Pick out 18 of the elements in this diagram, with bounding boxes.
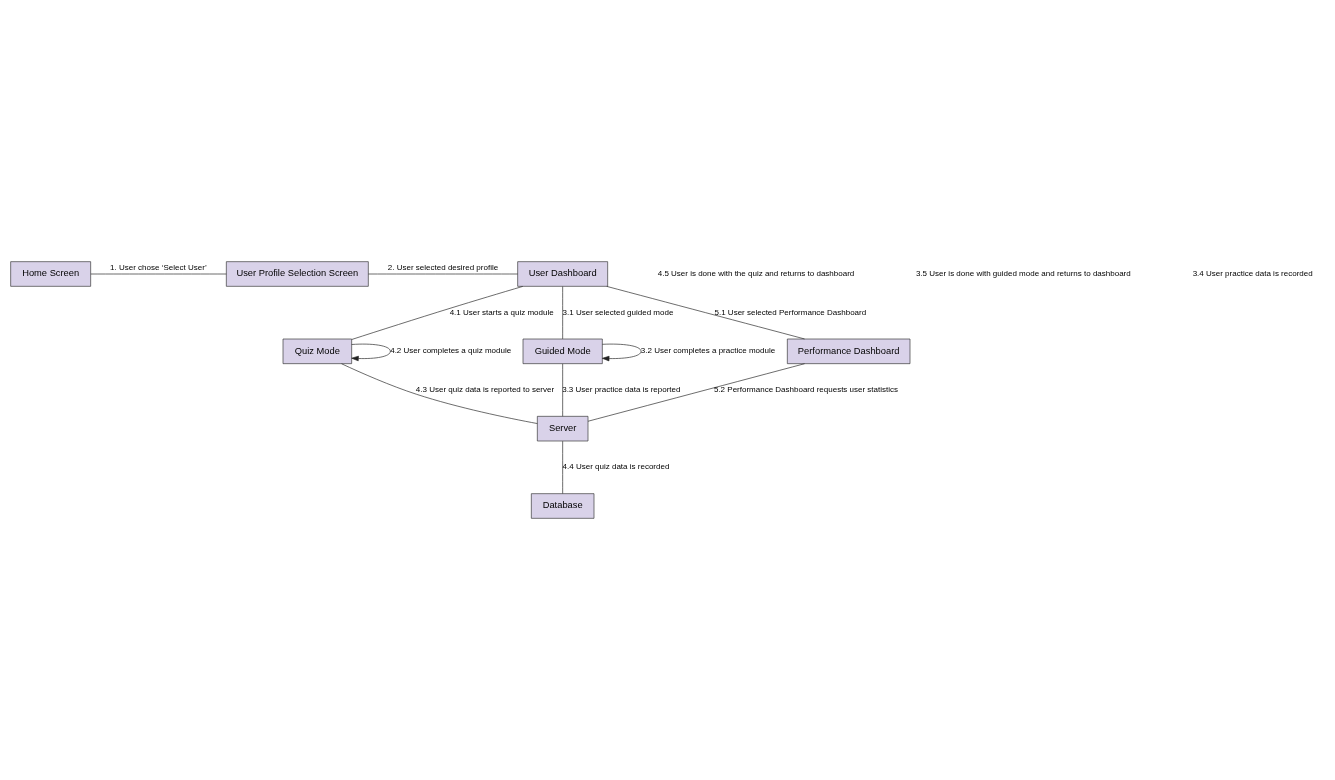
connector	[368, 273, 518, 275]
connector	[587, 363, 805, 422]
arrow	[602, 343, 642, 362]
node-box: Database	[531, 493, 595, 519]
node-box: Guided Mode	[522, 338, 603, 364]
connector	[562, 440, 563, 494]
connector	[606, 286, 805, 340]
node-box: Quiz Mode	[282, 338, 352, 364]
connector	[341, 363, 538, 424]
node-box: Home Screen	[10, 261, 91, 287]
node-box: Server	[537, 416, 589, 442]
connector	[562, 286, 563, 340]
connector	[562, 363, 563, 417]
arrow	[351, 343, 391, 362]
node-box: User Dashboard	[517, 261, 608, 287]
node-box: User Profile Selection Screen	[226, 261, 369, 287]
connector	[351, 286, 524, 340]
node-box: Performance Dashboard	[787, 338, 911, 364]
